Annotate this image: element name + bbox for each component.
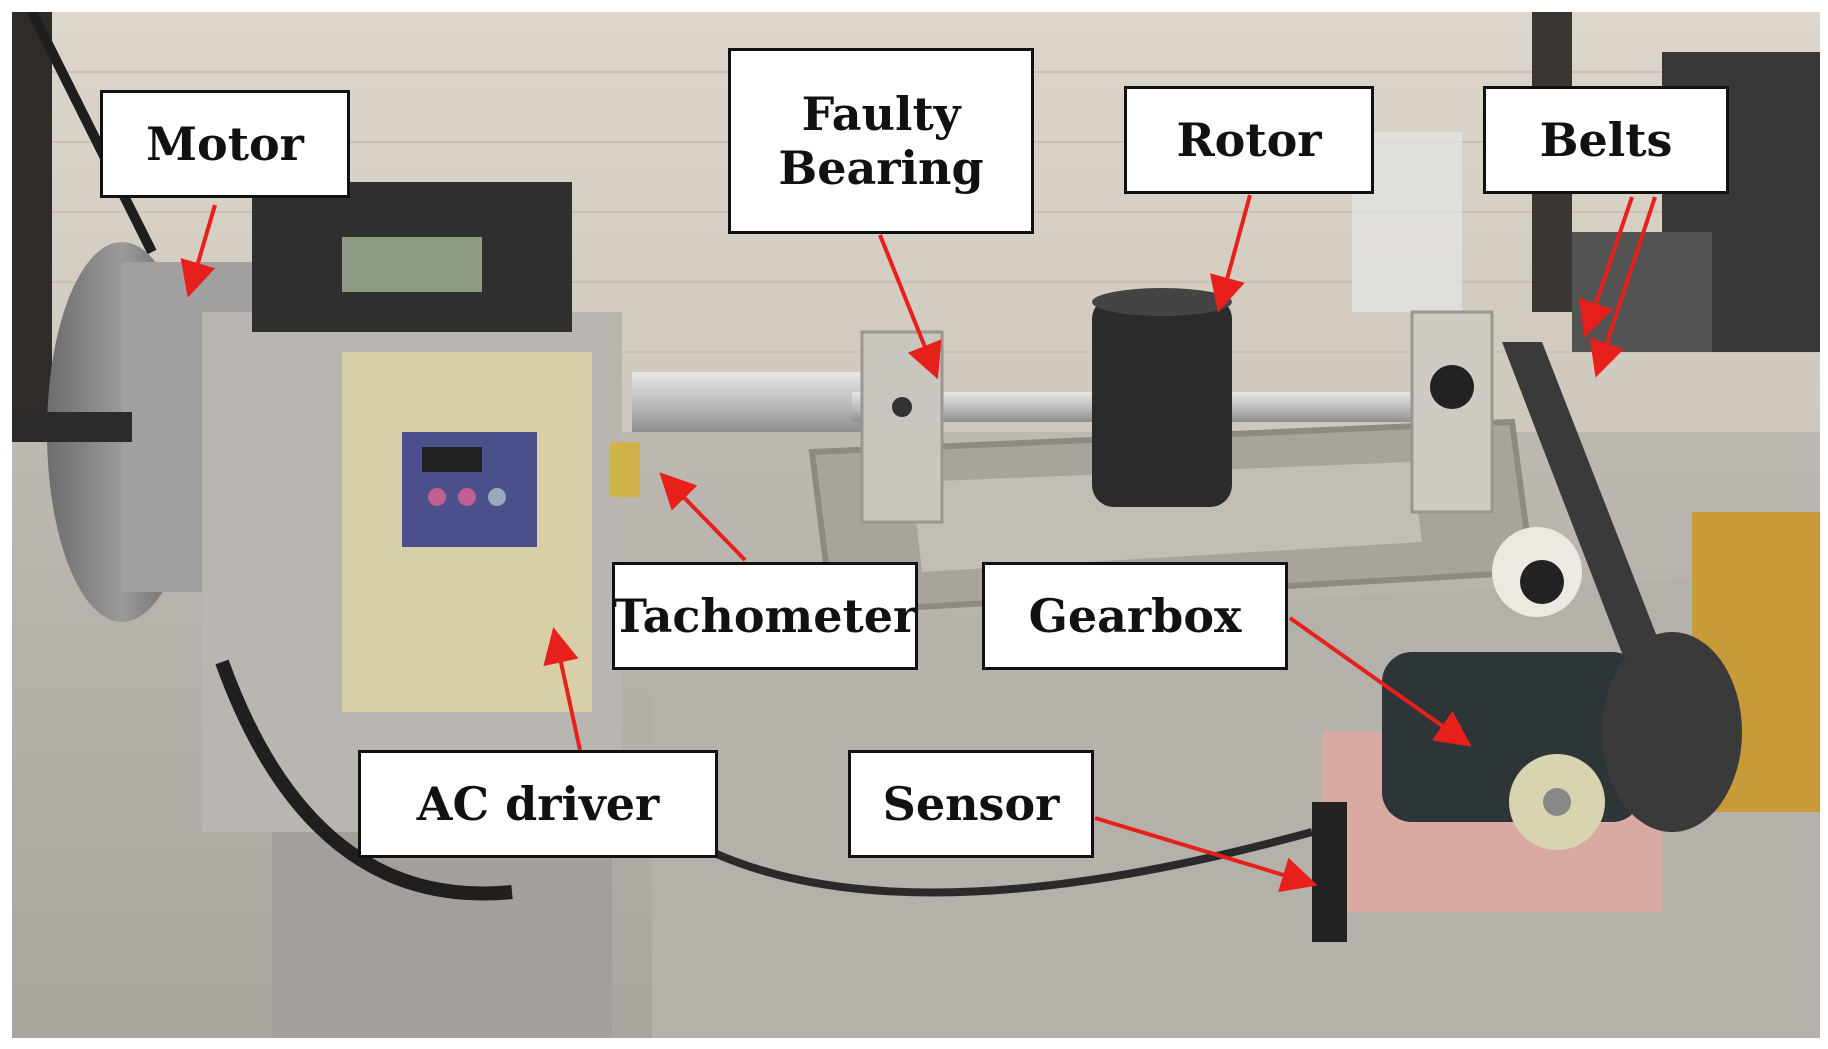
gearbox-output-center [1543, 788, 1571, 816]
gearbox-pulley [1602, 632, 1742, 832]
bearing-housing [860, 330, 944, 524]
label-belts: Belts [1483, 86, 1729, 194]
keypad-button [488, 488, 506, 506]
bearing-bolt [892, 397, 912, 417]
test-rig-photo [12, 12, 1820, 1038]
belt-guard [1572, 232, 1712, 352]
motor-shaft [12, 412, 132, 442]
label-tachometer: Tachometer [612, 562, 918, 670]
label-sensor: Sensor [848, 750, 1094, 858]
tensioner-hub [1520, 560, 1564, 604]
label-motor: Motor [100, 90, 350, 198]
label-ac-driver: AC driver [358, 750, 718, 858]
ac-driver-screen [422, 447, 482, 472]
sensor-body [1312, 802, 1347, 942]
right-bearing [1430, 365, 1474, 409]
keypad-button [428, 488, 446, 506]
rotor-top [1092, 288, 1232, 316]
rig-frame-inner [912, 462, 1422, 572]
coupling [632, 372, 872, 432]
label-gearbox: Gearbox [982, 562, 1288, 670]
keypad-button [458, 488, 476, 506]
label-faulty-bearing: Faulty Bearing [728, 48, 1034, 234]
display-screen [342, 237, 482, 292]
tachometer-probe [610, 442, 640, 497]
cable [27, 12, 157, 255]
right-bearing-housing [1410, 310, 1494, 514]
power-cable [215, 659, 513, 901]
support-base [272, 832, 612, 1038]
rotor-disk [1092, 297, 1232, 507]
label-rotor: Rotor [1124, 86, 1374, 194]
